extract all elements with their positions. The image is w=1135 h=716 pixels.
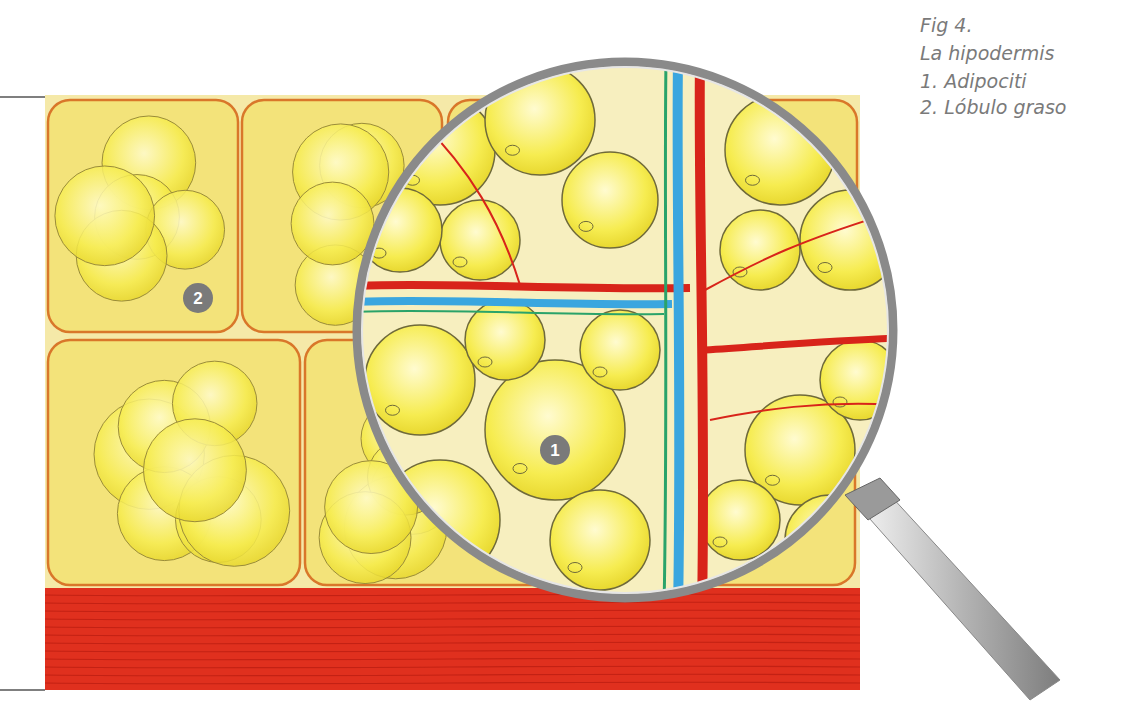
legend-item: 1. Adipociti: [920, 70, 1027, 93]
muscle-fibre: [45, 618, 860, 620]
legend-item: 2. Lóbulo graso: [920, 96, 1066, 119]
nucleus: [746, 175, 760, 185]
nucleus: [568, 563, 582, 573]
nucleus: [506, 145, 520, 155]
nucleus: [478, 357, 492, 367]
nucleus: [713, 537, 727, 547]
adipocyte: [550, 490, 650, 590]
adipocyte: [580, 310, 660, 390]
caption-title: La hipodermis: [920, 42, 1055, 65]
nucleus: [579, 221, 593, 231]
nucleus: [766, 475, 780, 485]
muscle-fibre: [45, 642, 860, 644]
muscle-fibre: [45, 666, 860, 668]
callout-disc: [540, 435, 570, 465]
nucleus: [801, 560, 815, 570]
callout-number: 2: [193, 290, 202, 307]
muscle-fibre: [45, 650, 860, 652]
muscle-fibre: [45, 682, 860, 684]
adipocyte: [700, 480, 780, 560]
adipocyte: [143, 419, 246, 522]
adipocyte: [55, 166, 155, 266]
nucleus: [818, 263, 832, 273]
nucleus: [453, 257, 467, 267]
adipocyte: [562, 152, 658, 248]
muscle-fibre: [45, 634, 860, 636]
muscle-fibre: [45, 626, 860, 628]
nucleus: [513, 464, 527, 474]
nucleus: [403, 548, 417, 558]
nucleus: [386, 405, 400, 415]
muscle-fibre: [45, 674, 860, 676]
adipocyte: [440, 200, 520, 280]
nucleus: [833, 397, 847, 407]
adipocyte: [365, 325, 475, 435]
fat-lobule: [48, 340, 300, 585]
callout-disc: [183, 283, 213, 313]
fat-lobule: [48, 100, 238, 332]
figure-number: Fig 4.: [920, 14, 972, 37]
muscle-fibre: [45, 658, 860, 660]
muscle-fibre: [45, 610, 860, 612]
nucleus: [593, 367, 607, 377]
callout-number: 1: [550, 442, 559, 459]
muscle-fibre: [45, 602, 860, 604]
muscle-fibre: [45, 594, 860, 596]
adipocyte: [291, 182, 374, 265]
